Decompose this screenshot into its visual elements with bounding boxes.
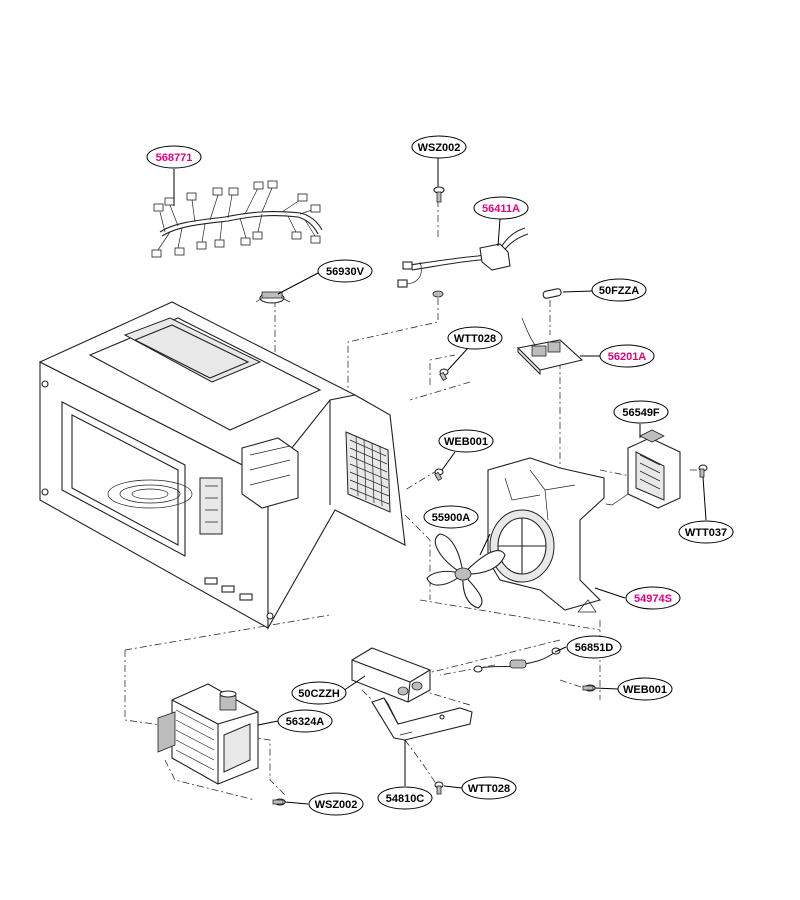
label-56930v: 56930V [317,259,373,283]
label-56549f: 56549F [613,400,669,424]
label-55900a: 55900A [423,505,479,529]
svg-text:56201A: 56201A [608,351,647,363]
svg-text:56549F: 56549F [622,407,660,419]
fan-blade-55900a-drawing [426,533,506,609]
svg-text:WSZ002: WSZ002 [418,142,461,154]
svg-text:56930V: 56930V [326,266,365,278]
label-56201a: 56201A [599,344,655,368]
label-wtt028-top: WTT028 [447,326,503,350]
diode-56851d-drawing [473,647,561,673]
svg-text:568771: 568771 [156,152,193,164]
svg-text:WTT028: WTT028 [454,333,496,345]
svg-text:55900A: 55900A [432,512,471,524]
svg-text:56324A: 56324A [286,716,325,728]
magnetron-56324a-drawing [157,683,259,785]
svg-text:WSZ002: WSZ002 [315,799,358,811]
svg-text:54810C: 54810C [386,793,425,805]
svg-text:WTT028: WTT028 [468,783,510,795]
fan-duct-54974s-drawing [487,457,605,613]
label-web001-bottom: WEB001 [617,677,673,701]
label-54974s: 54974S [625,586,681,610]
noise-filter-56201a-drawing [516,317,584,376]
harness-56411a-drawing [397,227,529,298]
fuse-50fzza-drawing [542,288,562,299]
label-568771: 568771 [146,145,202,169]
label-wtt037: WTT037 [678,520,734,544]
small-screw-drawings [272,368,708,806]
thermostat-56930v-drawing [255,291,291,304]
svg-text:56851D: 56851D [575,642,614,654]
leader-lines [173,158,707,805]
transformer-56549f-drawing [605,429,681,509]
svg-text:54974S: 54974S [634,593,672,605]
bracket-54810c-drawing [371,697,473,741]
label-56851d: 56851D [566,635,622,659]
label-wsz002-top: WSZ002 [411,135,467,159]
wire-harness-drawing [151,180,323,258]
label-56324a: 56324A [277,709,333,733]
screw-wsz002-top-drawing [433,186,445,203]
vent-grille-drawing [345,431,391,513]
svg-text:WEB001: WEB001 [444,436,488,448]
assembly-guide-lines [124,185,700,801]
svg-text:56411A: 56411A [482,203,520,215]
svg-text:50CZZH: 50CZZH [298,688,340,700]
svg-text:WTT037: WTT037 [685,527,727,539]
label-50czzh: 50CZZH [291,681,347,705]
label-wtt028-bottom: WTT028 [461,776,517,800]
label-wsz002-bottom: WSZ002 [308,792,364,816]
label-50fzza: 50FZZA [591,278,647,302]
svg-text:WEB001: WEB001 [623,684,667,696]
label-web001-top: WEB001 [438,429,494,453]
svg-text:50FZZA: 50FZZA [599,285,639,297]
chassis-drawing [38,301,406,631]
capacitor-50czzh-drawing [351,647,431,703]
label-54810c: 54810C [377,786,433,810]
label-56411a: 56411A [473,196,529,220]
